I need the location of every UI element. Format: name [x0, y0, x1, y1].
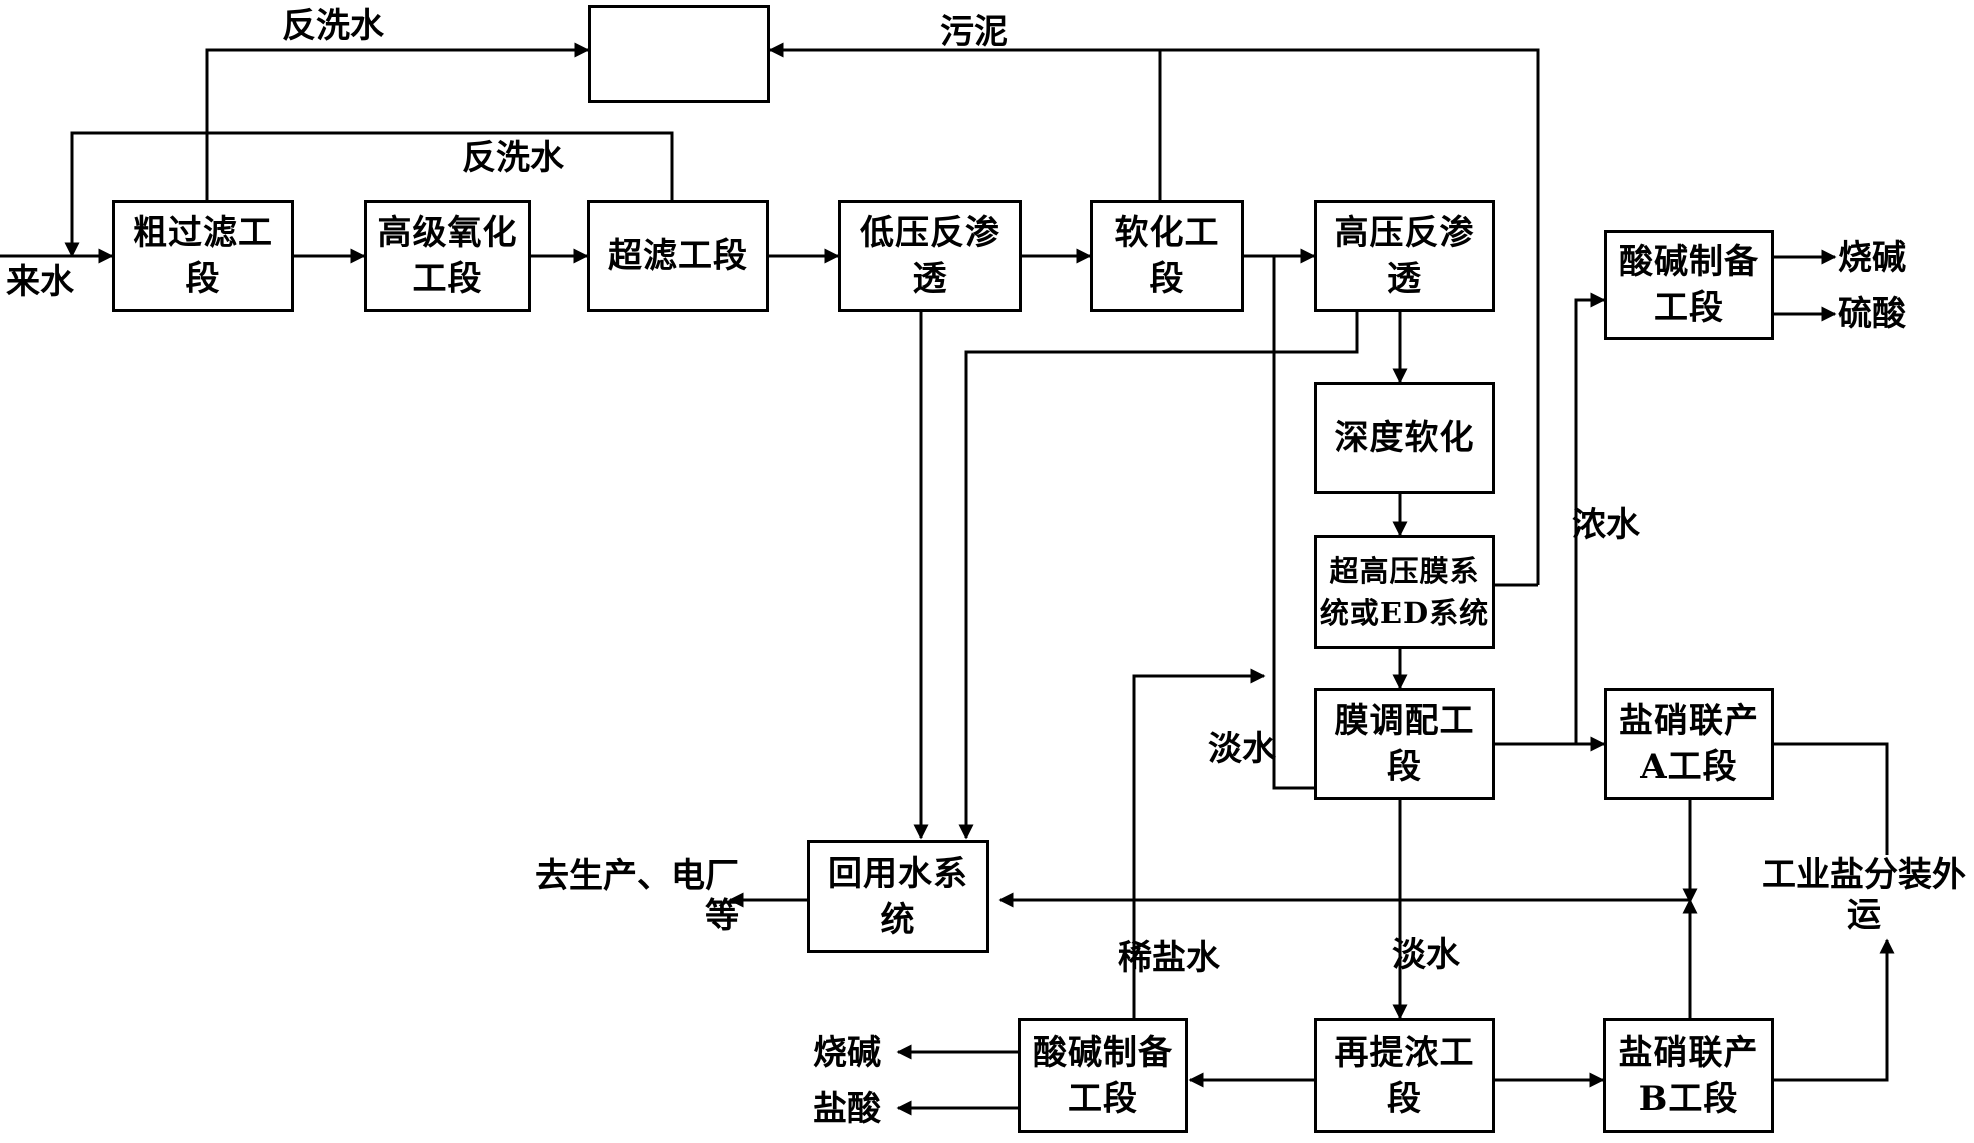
- sulfuric-acid-label: 硫酸: [1838, 294, 1906, 334]
- acid-base-bottom-box: 酸碱制备 工段: [1018, 1018, 1188, 1133]
- reconcentration-box: 再提浓工 段: [1314, 1018, 1495, 1133]
- concentrate-line: [1574, 292, 1606, 744]
- advanced-oxidation-label: 高级氧化 工段: [377, 213, 518, 299]
- salt-nitrate-a-label: 盐硝联产 A工段: [1619, 701, 1759, 787]
- sludge-treatment-box: [588, 5, 770, 103]
- high-pressure-ro-label: 高压反渗 透: [1334, 213, 1475, 299]
- deep-softening-box: 深度软化: [1314, 382, 1495, 494]
- membrane-blending-label: 膜调配工 段: [1334, 701, 1475, 787]
- salt-a-to-industrial: [1774, 742, 1889, 855]
- ultra-high-pressure-box: 超高压膜系 统或ED系统: [1314, 535, 1495, 649]
- acid-base-top-label: 酸碱制备 工段: [1619, 242, 1759, 328]
- recycle-water-label: 回用水系 统: [828, 853, 968, 940]
- backwash-line-top: [205, 42, 590, 200]
- to-production-label: 去生产、电厂 等: [535, 856, 739, 936]
- dilute-brine-line: [1132, 668, 1266, 1018]
- backwash-label-mid: 反洗水: [462, 138, 564, 178]
- softening-label: 软化工 段: [1114, 213, 1220, 299]
- caustic-soda-bottom-label: 烧碱: [813, 1033, 881, 1073]
- reconcentration-label: 再提浓工 段: [1334, 1032, 1475, 1119]
- membrane-blending-box: 膜调配工 段: [1314, 688, 1495, 800]
- softening-box: 软化工 段: [1090, 200, 1244, 312]
- fresh-water-left-label: 淡水: [1208, 729, 1276, 769]
- dilute-brine-label: 稀盐水: [1118, 938, 1220, 978]
- acid-base-bottom-label: 酸碱制备 工段: [1033, 1032, 1173, 1119]
- advanced-oxidation-box: 高级氧化 工段: [364, 200, 531, 312]
- deep-softening-label: 深度软化: [1334, 418, 1475, 458]
- low-pressure-ro-label: 低压反渗 透: [860, 213, 1000, 299]
- coarse-filter-box: 粗过滤工 段: [112, 200, 294, 312]
- salt-b-to-industrial: [1774, 938, 1895, 1082]
- salt-nitrate-b-label: 盐硝联产 B工段: [1618, 1032, 1759, 1119]
- backwash-line-mid: [64, 131, 674, 258]
- salt-nitrate-b-box: 盐硝联产 B工段: [1603, 1018, 1774, 1133]
- caustic-soda-top-label: 烧碱: [1838, 238, 1906, 278]
- acid-base-top-box: 酸碱制备 工段: [1604, 230, 1774, 340]
- fresh-water-bottom-label: 淡水: [1392, 935, 1460, 975]
- sludge-label: 污泥: [940, 12, 1008, 52]
- coarse-filter-label: 粗过滤工 段: [133, 213, 273, 299]
- ultra-high-pressure-label: 超高压膜系 统或ED系统: [1319, 554, 1490, 630]
- ultrafiltration-label: 超滤工段: [608, 236, 748, 276]
- salt-nitrate-a-box: 盐硝联产 A工段: [1604, 688, 1774, 800]
- low-pressure-ro-box: 低压反渗 透: [838, 200, 1022, 312]
- hydrochloric-acid-label: 盐酸: [813, 1089, 881, 1129]
- backwash-label-top: 反洗水: [282, 6, 384, 46]
- incoming-water-label: 来水: [6, 262, 74, 302]
- high-pressure-ro-box: 高压反渗 透: [1314, 200, 1495, 312]
- ultrafiltration-box: 超滤工段: [587, 200, 769, 312]
- industrial-salt-label: 工业盐分装外 运: [1762, 855, 1966, 935]
- hpro-permeate-to-recycle: [958, 312, 1359, 840]
- recycle-water-box: 回用水系 统: [807, 840, 989, 953]
- concentrate-label: 浓水: [1572, 505, 1640, 545]
- sludge-line: [768, 42, 1540, 585]
- fresh-water-loop: [1272, 256, 1314, 790]
